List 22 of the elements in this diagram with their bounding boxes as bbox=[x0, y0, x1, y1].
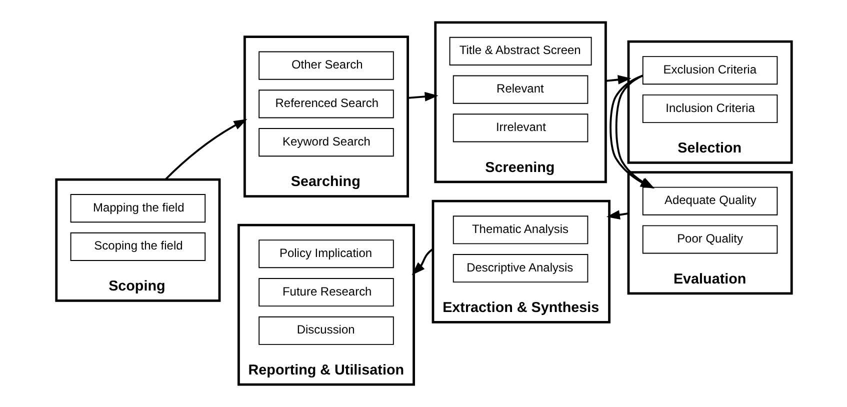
node-box: Relevant bbox=[452, 75, 588, 104]
node-box: Descriptive Analysis bbox=[452, 254, 588, 283]
node-box: Other Search bbox=[258, 51, 394, 80]
node-box: Keyword Search bbox=[258, 128, 394, 157]
node-box: Inclusion Criteria bbox=[642, 94, 778, 124]
node-box: Title & Abstract Screen bbox=[448, 36, 592, 66]
arrow bbox=[411, 248, 434, 276]
node-box: Poor Quality bbox=[642, 225, 778, 254]
node-box: Discussion bbox=[258, 316, 394, 345]
arrow bbox=[605, 75, 631, 84]
node-box: Thematic Analysis bbox=[452, 216, 588, 244]
arrow bbox=[606, 210, 628, 220]
arrow bbox=[407, 92, 438, 102]
node-box: Policy Implication bbox=[258, 240, 394, 268]
arrow bbox=[164, 119, 247, 180]
node-box: Irrelevant bbox=[452, 114, 588, 142]
node-box: Scoping the field bbox=[70, 232, 206, 261]
node-box: Referenced Search bbox=[258, 90, 394, 118]
node-box: Exclusion Criteria bbox=[642, 56, 778, 85]
node-box: Mapping the field bbox=[70, 194, 206, 223]
node-box: Adequate Quality bbox=[642, 186, 778, 216]
node-box: Future Research bbox=[258, 278, 394, 307]
